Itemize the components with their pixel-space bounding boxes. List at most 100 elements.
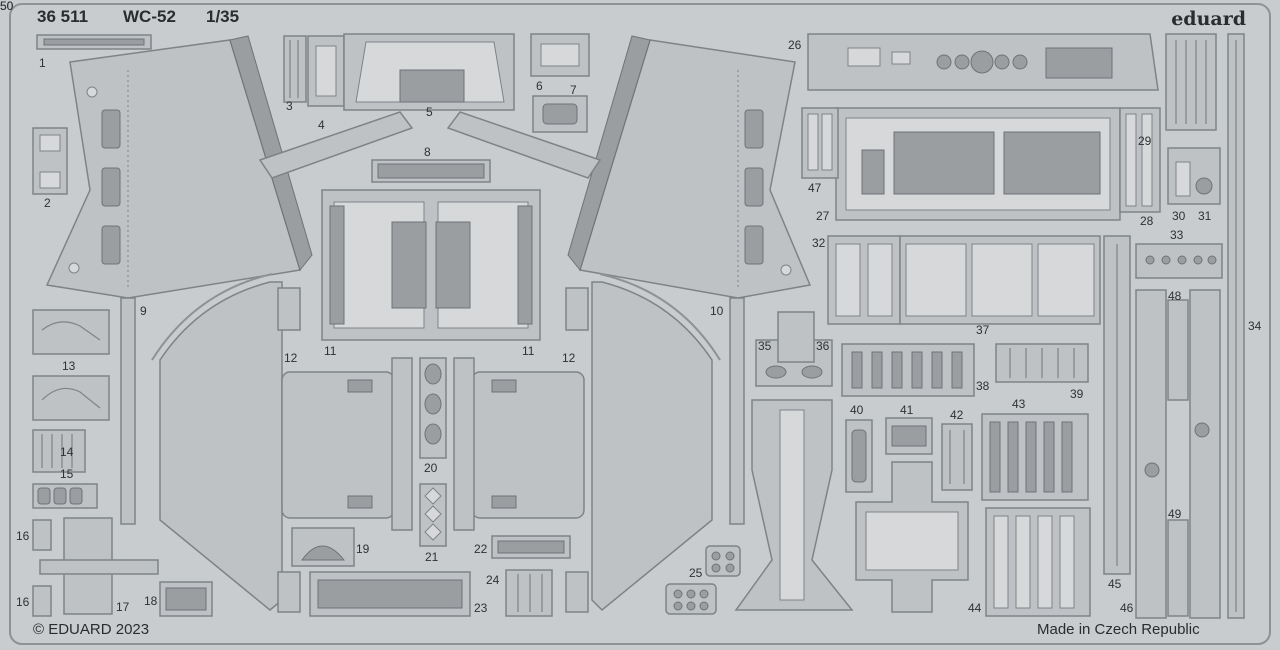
part-48: [1135, 289, 1221, 619]
part-40: [845, 419, 873, 493]
part-label-16: 16: [16, 595, 30, 609]
part-35-36: [755, 311, 833, 387]
part-46: [985, 507, 1091, 617]
part-label-20: 20: [424, 461, 438, 475]
part-label-14: 14: [60, 445, 74, 459]
fret-frame: [9, 3, 1271, 645]
part-43: [885, 417, 933, 455]
part-12-right-panel: [565, 273, 721, 613]
brand-logo: eduard: [1171, 8, 1246, 30]
part-label-12: 12: [284, 351, 298, 365]
part-22: [491, 535, 571, 559]
part-label-5: 5: [426, 105, 433, 119]
part-label-50: 50: [0, 0, 14, 13]
part-label-12: 12: [562, 351, 576, 365]
part-label-33: 33: [1170, 228, 1184, 242]
part-label-40: 40: [850, 403, 864, 417]
part-label-29: 29: [1138, 134, 1152, 148]
part-label-48: 48: [1168, 289, 1182, 303]
part-10-door-right: [567, 35, 812, 525]
part-label-18: 18: [144, 594, 158, 608]
part-41: [734, 399, 854, 611]
part-13: [32, 309, 110, 421]
product-code: 36 511: [37, 7, 89, 26]
part-label-26: 26: [788, 38, 802, 52]
part-label-50: 50: [0, 0, 14, 13]
part-label-41: 41: [900, 403, 914, 417]
part-label-25: 25: [689, 566, 703, 580]
part-label-36: 36: [816, 339, 830, 353]
part-30-31: [1167, 147, 1221, 205]
part-label-3: 3: [286, 99, 293, 113]
part-label-24: 24: [486, 573, 500, 587]
model-name: WC-52: [123, 7, 176, 26]
part-label-6: 6: [536, 79, 543, 93]
part-label-35: 35: [758, 339, 772, 353]
part-14: [32, 429, 86, 473]
part-19: [291, 527, 355, 567]
part-label-43: 43: [1012, 397, 1026, 411]
part-label-45: 45: [1108, 577, 1122, 591]
part-label-44: 44: [968, 601, 982, 615]
part-label-10: 10: [710, 304, 724, 318]
part-label-47: 47: [808, 181, 822, 195]
part-label-4: 4: [318, 118, 325, 132]
part-37: [899, 235, 1101, 325]
part-18: [159, 581, 213, 617]
part-25: [665, 545, 741, 615]
part-label-31: 31: [1198, 209, 1212, 223]
part-15: [32, 483, 98, 509]
part-3: [283, 35, 307, 103]
part-label-21: 21: [425, 550, 439, 564]
part-4: [307, 35, 345, 107]
part-39: [995, 343, 1089, 383]
part-28: [1165, 33, 1217, 131]
copyright: © EDUARD 2023: [33, 621, 150, 638]
part-label-30: 30: [1172, 209, 1186, 223]
part-2: [32, 127, 68, 195]
part-label-15: 15: [60, 467, 74, 481]
part-34: [1227, 33, 1245, 619]
part-12-left-panel: [151, 273, 301, 613]
part-label-27: 27: [816, 209, 830, 223]
part-label-39: 39: [1070, 387, 1084, 401]
part-50: [1167, 299, 1189, 617]
part-47: [1103, 235, 1131, 575]
part-11-pair: [321, 189, 541, 341]
part-9-door-left: [45, 35, 313, 525]
part-44: [941, 423, 973, 491]
part-7: [532, 95, 588, 133]
part-label-13: 13: [62, 359, 76, 373]
part-label-9: 9: [140, 304, 147, 318]
part-label-22: 22: [474, 542, 488, 556]
part-label-42: 42: [950, 408, 964, 422]
part-label-34: 34: [1248, 319, 1262, 333]
part-label-11: 11: [324, 344, 337, 358]
part-label-17: 17: [116, 600, 130, 614]
part-label-37: 37: [976, 323, 990, 337]
part-8: [371, 159, 491, 183]
part-20: [419, 357, 447, 459]
part-45: [981, 413, 1089, 501]
part-42: [855, 461, 969, 613]
part-label-23: 23: [474, 601, 488, 615]
part-29: [1119, 107, 1161, 213]
part-label-19: 19: [356, 542, 370, 556]
part-floor-center: [281, 357, 585, 531]
part-label-32: 32: [812, 236, 826, 250]
part-21: [419, 483, 447, 547]
part-6: [530, 33, 590, 77]
part-label-46: 46: [1120, 601, 1134, 615]
scale-label: 1/35: [206, 7, 240, 26]
part-1: [36, 34, 152, 50]
part-label-49: 49: [1168, 507, 1182, 521]
part-label-28: 28: [1140, 214, 1154, 228]
part-label-11: 11: [522, 344, 535, 358]
part-33: [1135, 243, 1223, 279]
part-49: [801, 107, 839, 179]
part-label-16: 16: [16, 529, 30, 543]
part-27: [835, 107, 1121, 221]
part-5: [258, 33, 602, 179]
